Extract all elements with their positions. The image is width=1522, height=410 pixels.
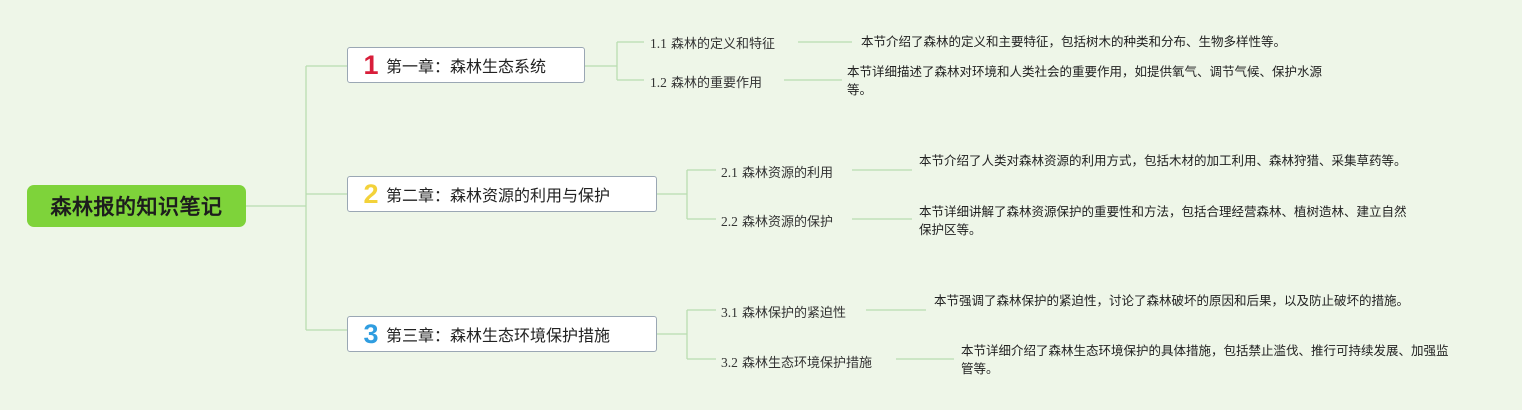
section-3-1-code: 3.1 — [721, 305, 738, 320]
chapter-3-label: 第三章：森林生态环境保护措施 — [386, 326, 611, 345]
section-1-1-title: 森林的定义和特征 — [671, 37, 776, 52]
section-1-2[interactable]: 1.2 森林的重要作用 — [650, 72, 762, 91]
section-1-2-code: 1.2 — [650, 75, 667, 90]
section-2-2-code: 2.2 — [721, 214, 738, 229]
section-2-1-code: 2.1 — [721, 165, 738, 180]
chapter-1-node[interactable]: 1 第一章：森林生态系统 — [347, 47, 585, 83]
section-3-1-title: 森林保护的紧迫性 — [742, 306, 847, 321]
section-3-1[interactable]: 3.1 森林保护的紧迫性 — [721, 302, 846, 321]
chapter-2-node[interactable]: 2 第二章：森林资源的利用与保护 — [347, 176, 657, 212]
section-3-2[interactable]: 3.2 森林生态环境保护措施 — [721, 352, 872, 371]
section-2-2-title: 森林资源的保护 — [742, 215, 834, 230]
section-2-1-title: 森林资源的利用 — [742, 166, 834, 181]
number-one-icon: 1 — [363, 49, 379, 80]
section-3-2-title: 森林生态环境保护措施 — [742, 356, 873, 371]
section-2-2[interactable]: 2.2 森林资源的保护 — [721, 211, 833, 230]
section-2-1-desc: 本节介绍了人类对森林资源的利用方式，包括木材的加工利用、森林狩猎、采集草药等。 — [919, 153, 1407, 168]
chapter-1-label: 第一章：森林生态系统 — [386, 57, 547, 76]
number-three-icon: 3 — [363, 318, 379, 349]
section-2-2-desc: 本节详细讲解了森林资源保护的重要性和方法，包括合理经营森林、植树造林、建立自然保… — [919, 204, 1407, 237]
section-1-1[interactable]: 1.1 森林的定义和特征 — [650, 33, 775, 52]
section-3-1-desc: 本节强调了森林保护的紧迫性，讨论了森林破坏的原因和后果，以及防止破坏的措施。 — [934, 293, 1410, 308]
chapter-2-label: 第二章：森林资源的利用与保护 — [386, 186, 611, 205]
section-1-2-desc: 本节详细描述了森林对环境和人类社会的重要作用，如提供氧气、调节气候、保护水源等。 — [847, 64, 1323, 97]
section-2-1[interactable]: 2.1 森林资源的利用 — [721, 162, 833, 181]
chapter-3-node[interactable]: 3 第三章：森林生态环境保护措施 — [347, 316, 657, 352]
section-1-1-desc: 本节介绍了森林的定义和主要特征，包括树木的种类和分布、生物多样性等。 — [861, 34, 1287, 49]
section-1-1-code: 1.1 — [650, 36, 667, 51]
root-title: 森林报的知识笔记 — [50, 195, 223, 219]
section-3-2-code: 3.2 — [721, 355, 738, 370]
number-two-icon: 2 — [363, 178, 379, 209]
section-3-2-desc: 本节详细介绍了森林生态环境保护的具体措施，包括禁止滥伐、推行可持续发展、加强监管… — [961, 343, 1449, 376]
root-topic[interactable]: 森林报的知识笔记 — [27, 185, 246, 227]
section-1-2-title: 森林的重要作用 — [671, 76, 763, 91]
